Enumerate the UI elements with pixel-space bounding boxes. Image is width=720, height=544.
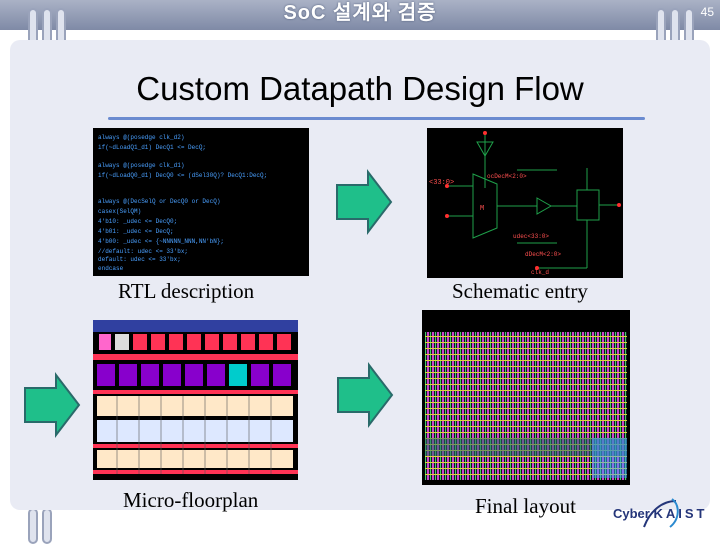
code-line: if(~dLoadQ1_d1) DecQ1 <= DecQ;: [98, 144, 207, 151]
code-line: 4'b01: _udec <= DecQ;: [98, 228, 174, 235]
code-line: default: udec <= 33'bx;: [98, 256, 181, 263]
course-title: SoC 설계와 검증: [283, 2, 437, 24]
code-line: 4'b10: _udec <= DecQ0;: [98, 218, 178, 225]
schematic-label-mux: M: [480, 205, 484, 213]
decorative-bar: [42, 508, 52, 544]
logo-text: Cyber KAIST: [613, 506, 707, 521]
layout-image: [422, 310, 630, 485]
decorative-bar: [28, 508, 38, 544]
slide-number: 45: [700, 5, 714, 19]
logo-text-cyber: Cyber: [613, 506, 650, 521]
layout-drawing: [425, 332, 627, 480]
schematic-label-out-a: dDecM<2:0>: [525, 251, 561, 258]
caption-rtl: RTL description: [118, 279, 255, 303]
code-line: always @(posedge clk_d2): [98, 134, 185, 141]
logo-text-kaist: KAIST: [653, 506, 708, 521]
floorplan-image: [93, 320, 298, 480]
header-bar: [0, 0, 720, 30]
schematic-drawing: <33:0> M ocDecM<2:0> dDecM<2:0> udec<33:…: [429, 131, 621, 276]
arrow-right-icon: [337, 362, 394, 428]
cyber-kaist-logo: Cyber KAIST: [610, 497, 710, 533]
caption-floorplan: Micro-floorplan: [123, 488, 259, 512]
slide-title: Custom Datapath Design Flow: [136, 70, 584, 107]
code-line: //default: udec <= 33'bx;: [98, 248, 189, 255]
logo-swoosh-icon: [643, 498, 679, 528]
schematic-image: <33:0> M ocDecM<2:0> dDecM<2:0> udec<33:…: [427, 128, 623, 278]
arrow-right-icon: [24, 372, 81, 438]
caption-schematic: Schematic entry: [452, 279, 588, 303]
schematic-label-sel: ocDecM<2:0>: [487, 173, 527, 180]
code-line: always @(DecSelQ or DecQ0 or DecQ): [98, 198, 221, 205]
code-line: endcase: [98, 265, 124, 272]
code-line: 4'b00: _udec <= {~NNNNN_NNN,NN'bN};: [98, 238, 225, 245]
floorplan-drawing: [93, 320, 298, 474]
rtl-code-image: always @(posedge clk_d2) if(~dLoadQ1_d1)…: [93, 128, 309, 276]
schematic-label-bot: clk_d: [531, 269, 549, 276]
caption-layout: Final layout: [475, 494, 576, 518]
arrow-right-icon: [336, 169, 393, 235]
title-underline: [108, 117, 645, 120]
code-line: always @(posedge clk_d1): [98, 162, 185, 169]
code-line: if(~dLoadQ0_d1) DecQ0 <= (dSel30Q)? DecQ…: [98, 172, 268, 179]
code-line: casex(SelQM): [98, 208, 142, 215]
schematic-label-in: <33:0>: [429, 179, 454, 187]
schematic-label-out-b: udec<33:0>: [513, 233, 549, 240]
